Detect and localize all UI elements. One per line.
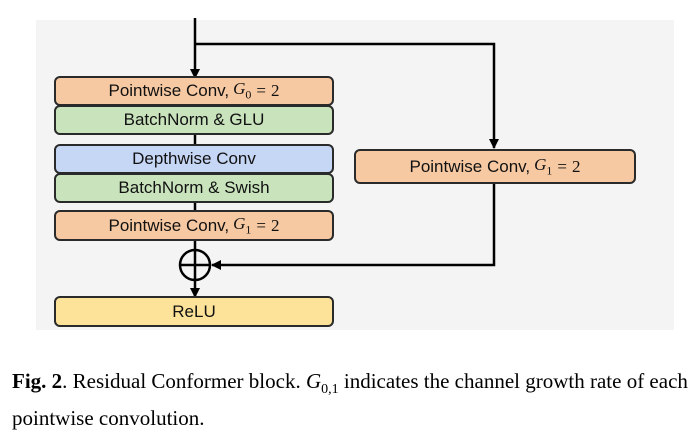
block-equals: = bbox=[256, 81, 266, 100]
relu-block: ReLU bbox=[54, 296, 334, 327]
block-label: Pointwise Conv, bbox=[108, 81, 230, 100]
block-equals: = bbox=[557, 156, 567, 176]
block-value: 2 bbox=[572, 156, 581, 176]
pointwise-conv-g1-block: Pointwise Conv, G1 = 2 bbox=[54, 210, 334, 241]
residual-pointwise-conv-g1-block: Pointwise Conv, G1 = 2 bbox=[354, 149, 636, 184]
block-label: ReLU bbox=[172, 301, 216, 321]
caption-symbol: G0,1 bbox=[305, 369, 339, 398]
figure-caption: Fig. 2. Residual Conformer block. G0,1 i… bbox=[12, 367, 692, 433]
block-label: BatchNorm & GLU bbox=[123, 110, 265, 129]
batchnorm-glu-block: BatchNorm & GLU bbox=[54, 105, 334, 135]
caption-text-1: . Residual Conformer block. bbox=[62, 369, 306, 393]
depthwise-conv-block: Depthwise Conv bbox=[54, 144, 334, 174]
block-value: 2 bbox=[271, 215, 280, 235]
block-label: BatchNorm & Swish bbox=[118, 178, 270, 197]
batchnorm-swish-block: BatchNorm & Swish bbox=[54, 173, 334, 203]
residual-return-line bbox=[211, 184, 496, 270]
caption-text-2: indicates the channel growth rate of eac… bbox=[12, 369, 688, 431]
block-label: Depthwise Conv bbox=[132, 149, 256, 168]
block-symbol: G1 bbox=[233, 213, 252, 237]
block-symbol: G0 bbox=[233, 79, 252, 102]
block-label: Pointwise Conv, bbox=[108, 215, 230, 235]
connection-lines bbox=[178, 18, 499, 298]
block-label: Pointwise Conv, bbox=[409, 156, 531, 176]
pointwise-conv-g0-block: Pointwise Conv, G0 = 2 bbox=[54, 76, 334, 106]
residual-conformer-diagram: Pointwise Conv, G0 = 2 BatchNorm & GLU D… bbox=[36, 18, 674, 330]
block-equals: = bbox=[256, 215, 266, 235]
caption-fig-label: Fig. 2 bbox=[12, 369, 63, 393]
sum-node-icon bbox=[178, 248, 212, 282]
residual-branch-line bbox=[195, 42, 499, 149]
block-symbol: G1 bbox=[534, 154, 553, 178]
block-value: 2 bbox=[271, 81, 280, 100]
